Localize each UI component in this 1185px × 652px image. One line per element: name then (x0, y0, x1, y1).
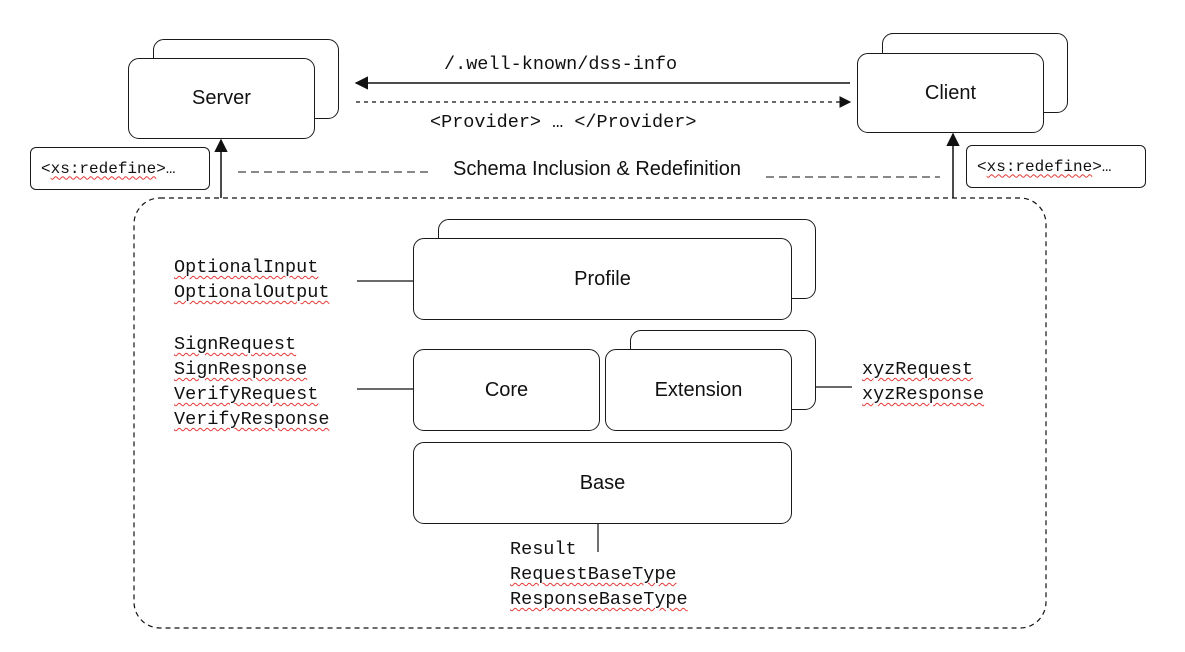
profile-item: OptionalOutput (174, 282, 330, 303)
base-item: Result (510, 539, 577, 560)
client-label: Client (924, 81, 977, 104)
request-path-label: /.well-known/dss-info (444, 54, 678, 75)
server-box: Server (128, 58, 315, 139)
base-items: Result RequestBaseType ResponseBaseType (510, 537, 688, 612)
base-item: RequestBaseType (510, 564, 677, 585)
schema-container (133, 197, 1047, 629)
client-redefine-box: <xs:redefine>… (966, 145, 1146, 188)
core-item: SignRequest (174, 334, 297, 355)
redefine-keyword: xs:redefine (50, 159, 157, 178)
extension-item: xyzRequest (862, 359, 974, 380)
redefine-prefix: < (41, 159, 51, 178)
redefine-suffix: >… (156, 159, 176, 178)
redefine-suffix: >… (1092, 157, 1112, 176)
client-box: Client (857, 53, 1044, 133)
core-item: VerifyRequest (174, 384, 319, 405)
extension-box: Extension (605, 349, 792, 431)
profile-box: Profile (413, 238, 792, 320)
core-box: Core (413, 349, 600, 431)
profile-items: OptionalInput OptionalOutput (174, 255, 329, 305)
core-items: SignRequest SignResponse VerifyRequest V… (174, 332, 329, 432)
core-item: SignResponse (174, 359, 308, 380)
extension-label: Extension (654, 378, 743, 401)
core-item: VerifyResponse (174, 409, 330, 430)
extension-item: xyzResponse (862, 384, 985, 405)
base-label: Base (579, 471, 626, 494)
extension-items: xyzRequest xyzResponse (862, 357, 984, 407)
profile-label: Profile (574, 267, 631, 290)
core-label: Core (484, 378, 529, 401)
response-label: <Provider> … </Provider> (430, 112, 697, 133)
redefine-prefix: < (977, 157, 987, 176)
server-label: Server (192, 87, 251, 109)
base-box: Base (413, 442, 792, 524)
profile-item: OptionalInput (174, 257, 319, 278)
schema-inclusion-label: Schema Inclusion & Redefinition (432, 158, 762, 181)
server-redefine-box: <xs:redefine>… (30, 147, 210, 190)
base-item: ResponseBaseType (510, 589, 688, 610)
redefine-keyword: xs:redefine (986, 157, 1093, 176)
